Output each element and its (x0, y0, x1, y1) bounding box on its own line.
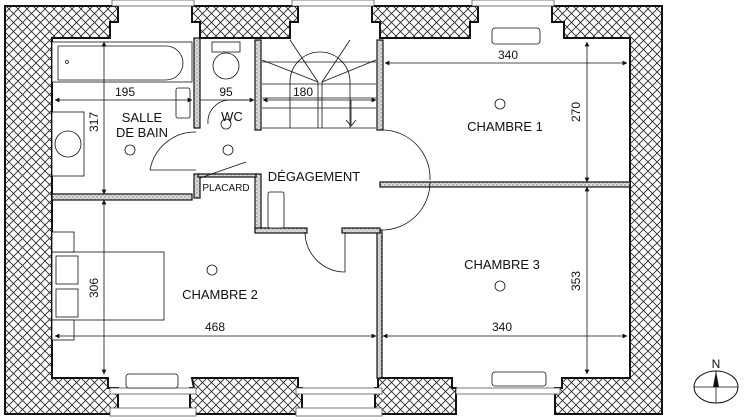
dim-salle-de-bain-width: 195 (115, 85, 135, 99)
dim-wc-width: 95 (219, 85, 233, 99)
interior-walls (51, 37, 631, 379)
radiator-icon (491, 27, 541, 45)
fixtures (51, 27, 547, 389)
radiator-icon (491, 371, 547, 387)
radiator-icon (175, 87, 191, 119)
dim-salle-de-bain-depth: 317 (87, 112, 101, 132)
exterior-walls (4, 0, 663, 417)
room-label-salle-de-bain: SALLE (122, 110, 163, 125)
compass-north-label: N (712, 357, 721, 371)
light-icons (124, 98, 506, 292)
radiator-icon (125, 373, 179, 389)
dim-chambre2-width: 468 (205, 320, 225, 334)
room-label-wc: WC (221, 109, 243, 124)
bathtub-icon (57, 45, 184, 81)
dim-chambre3-width: 340 (492, 320, 512, 334)
compass-icon: N (693, 357, 739, 404)
staircase (261, 39, 377, 129)
dim-stair-width: 180 (293, 85, 313, 99)
room-label-placard: PLACARD (202, 183, 249, 194)
dimension-lines (54, 41, 628, 375)
radiator-icon (267, 191, 285, 229)
room-label-chambre-2: CHAMBRE 2 (182, 287, 258, 302)
dim-chambre3-depth: 353 (569, 271, 583, 291)
sink-icon (54, 130, 82, 158)
dim-chambre1-width: 340 (498, 48, 518, 62)
dim-chambre1-depth: 270 (569, 102, 583, 122)
toilet-icon (212, 52, 240, 80)
room-label-chambre-3: CHAMBRE 3 (464, 257, 540, 272)
room-label-salle-de-bain-2: DE BAIN (116, 125, 168, 140)
room-label-chambre-1: CHAMBRE 1 (467, 119, 543, 134)
room-label-degagement: DÉGAGEMENT (268, 169, 361, 184)
dim-chambre2-depth: 306 (87, 278, 101, 298)
